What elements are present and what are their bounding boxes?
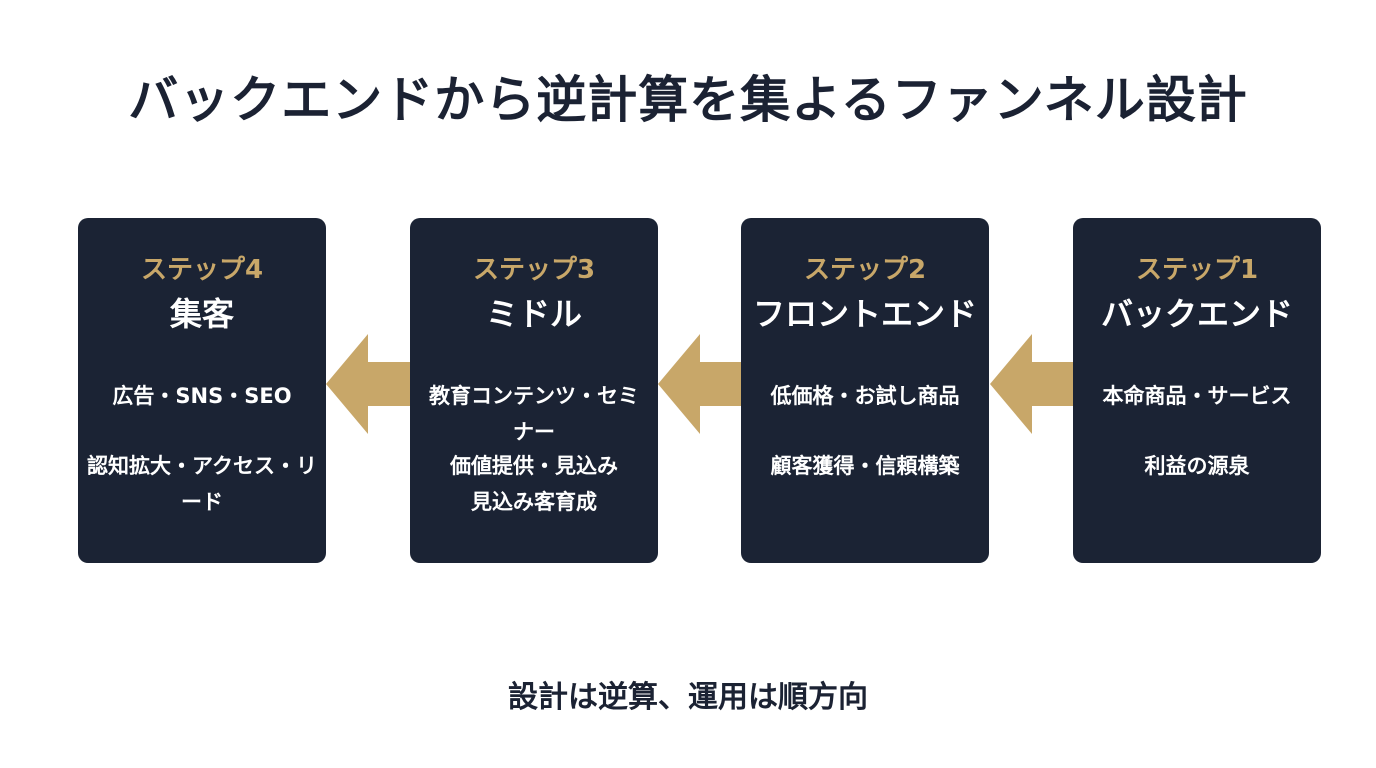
step-description: 低価格・お試し商品: [770, 384, 960, 408]
step-label: ステップ3: [472, 255, 596, 285]
step-name: バックエンド: [1100, 295, 1293, 333]
step-card-3: ステップ3 ミドル 教育コンテンツ・セミナー 価値提供・見込み 見込み客育成: [410, 218, 658, 563]
step-name: フロントエンド: [752, 295, 977, 333]
left-arrow-icon: [990, 334, 1074, 434]
step-description: 広告・SNS・SEO: [112, 384, 292, 408]
footer-caption: 設計は逆算、運用は順方向: [508, 680, 868, 715]
step-label: ステップ2: [803, 255, 927, 285]
step-description: 利益の源泉: [1144, 454, 1250, 478]
step-description: 本命商品・サービス: [1102, 384, 1292, 408]
step-name: ミドル: [485, 295, 582, 333]
diagram-title: バックエンドから逆計算を集よるファンネル設計: [128, 71, 1248, 129]
step-name: 集客: [169, 295, 234, 333]
step-description: 認知拡大・アクセス・リード: [87, 454, 317, 514]
step-label: ステップ4: [140, 255, 264, 285]
left-arrow-icon: [658, 334, 742, 434]
step-card-4: ステップ4 集客 広告・SNS・SEO 認知拡大・アクセス・リード: [78, 218, 326, 563]
step-description: 価値提供・見込み: [450, 454, 618, 478]
step-label: ステップ1: [1135, 255, 1259, 285]
step-description: 見込み客育成: [471, 490, 597, 514]
step-card-2: ステップ2 フロントエンド 低価格・お試し商品 顧客獲得・信頼構築: [741, 218, 989, 563]
step-description: 教育コンテンツ・セミナー: [429, 384, 639, 444]
left-arrow-icon: [326, 334, 410, 434]
step-card-1: ステップ1 バックエンド 本命商品・サービス 利益の源泉: [1073, 218, 1321, 563]
step-description: 顧客獲得・信頼構築: [770, 454, 960, 478]
